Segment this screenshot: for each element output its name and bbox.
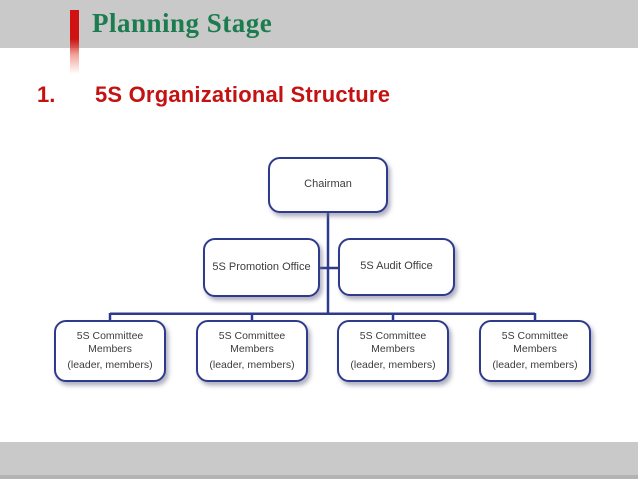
- committee-sublabel: (leader, members): [209, 359, 295, 372]
- committee-label: 5S Committee Members: [359, 329, 427, 355]
- committee-node: 5S Committee Members (leader, members): [196, 320, 308, 382]
- office-node-promotion: 5S Promotion Office: [203, 238, 320, 297]
- chairman-label: Chairman: [304, 178, 352, 191]
- chairman-node: Chairman: [268, 157, 388, 213]
- committee-node: 5S Committee Members (leader, members): [337, 320, 449, 382]
- committee-sublabel: (leader, members): [350, 359, 436, 372]
- accent-stripe: [70, 10, 79, 74]
- committee-node: 5S Committee Members (leader, members): [54, 320, 166, 382]
- committee-label: 5S Committee Members: [501, 329, 569, 355]
- top-bar: [0, 0, 638, 48]
- bottom-bar: [0, 442, 638, 479]
- office-label: 5S Promotion Office: [212, 260, 311, 273]
- committee-sublabel: (leader, members): [67, 359, 153, 372]
- slide-title: Planning Stage: [92, 8, 273, 38]
- office-label: 5S Audit Office: [360, 260, 433, 273]
- committee-label: 5S Committee Members: [76, 329, 144, 355]
- committee-label: 5S Committee Members: [218, 329, 286, 355]
- heading-number: 1.: [37, 82, 56, 107]
- committee-sublabel: (leader, members): [492, 359, 578, 372]
- heading-text: 5S Organizational Structure: [95, 82, 391, 107]
- office-node-audit: 5S Audit Office: [338, 238, 455, 296]
- committee-node: 5S Committee Members (leader, members): [479, 320, 591, 382]
